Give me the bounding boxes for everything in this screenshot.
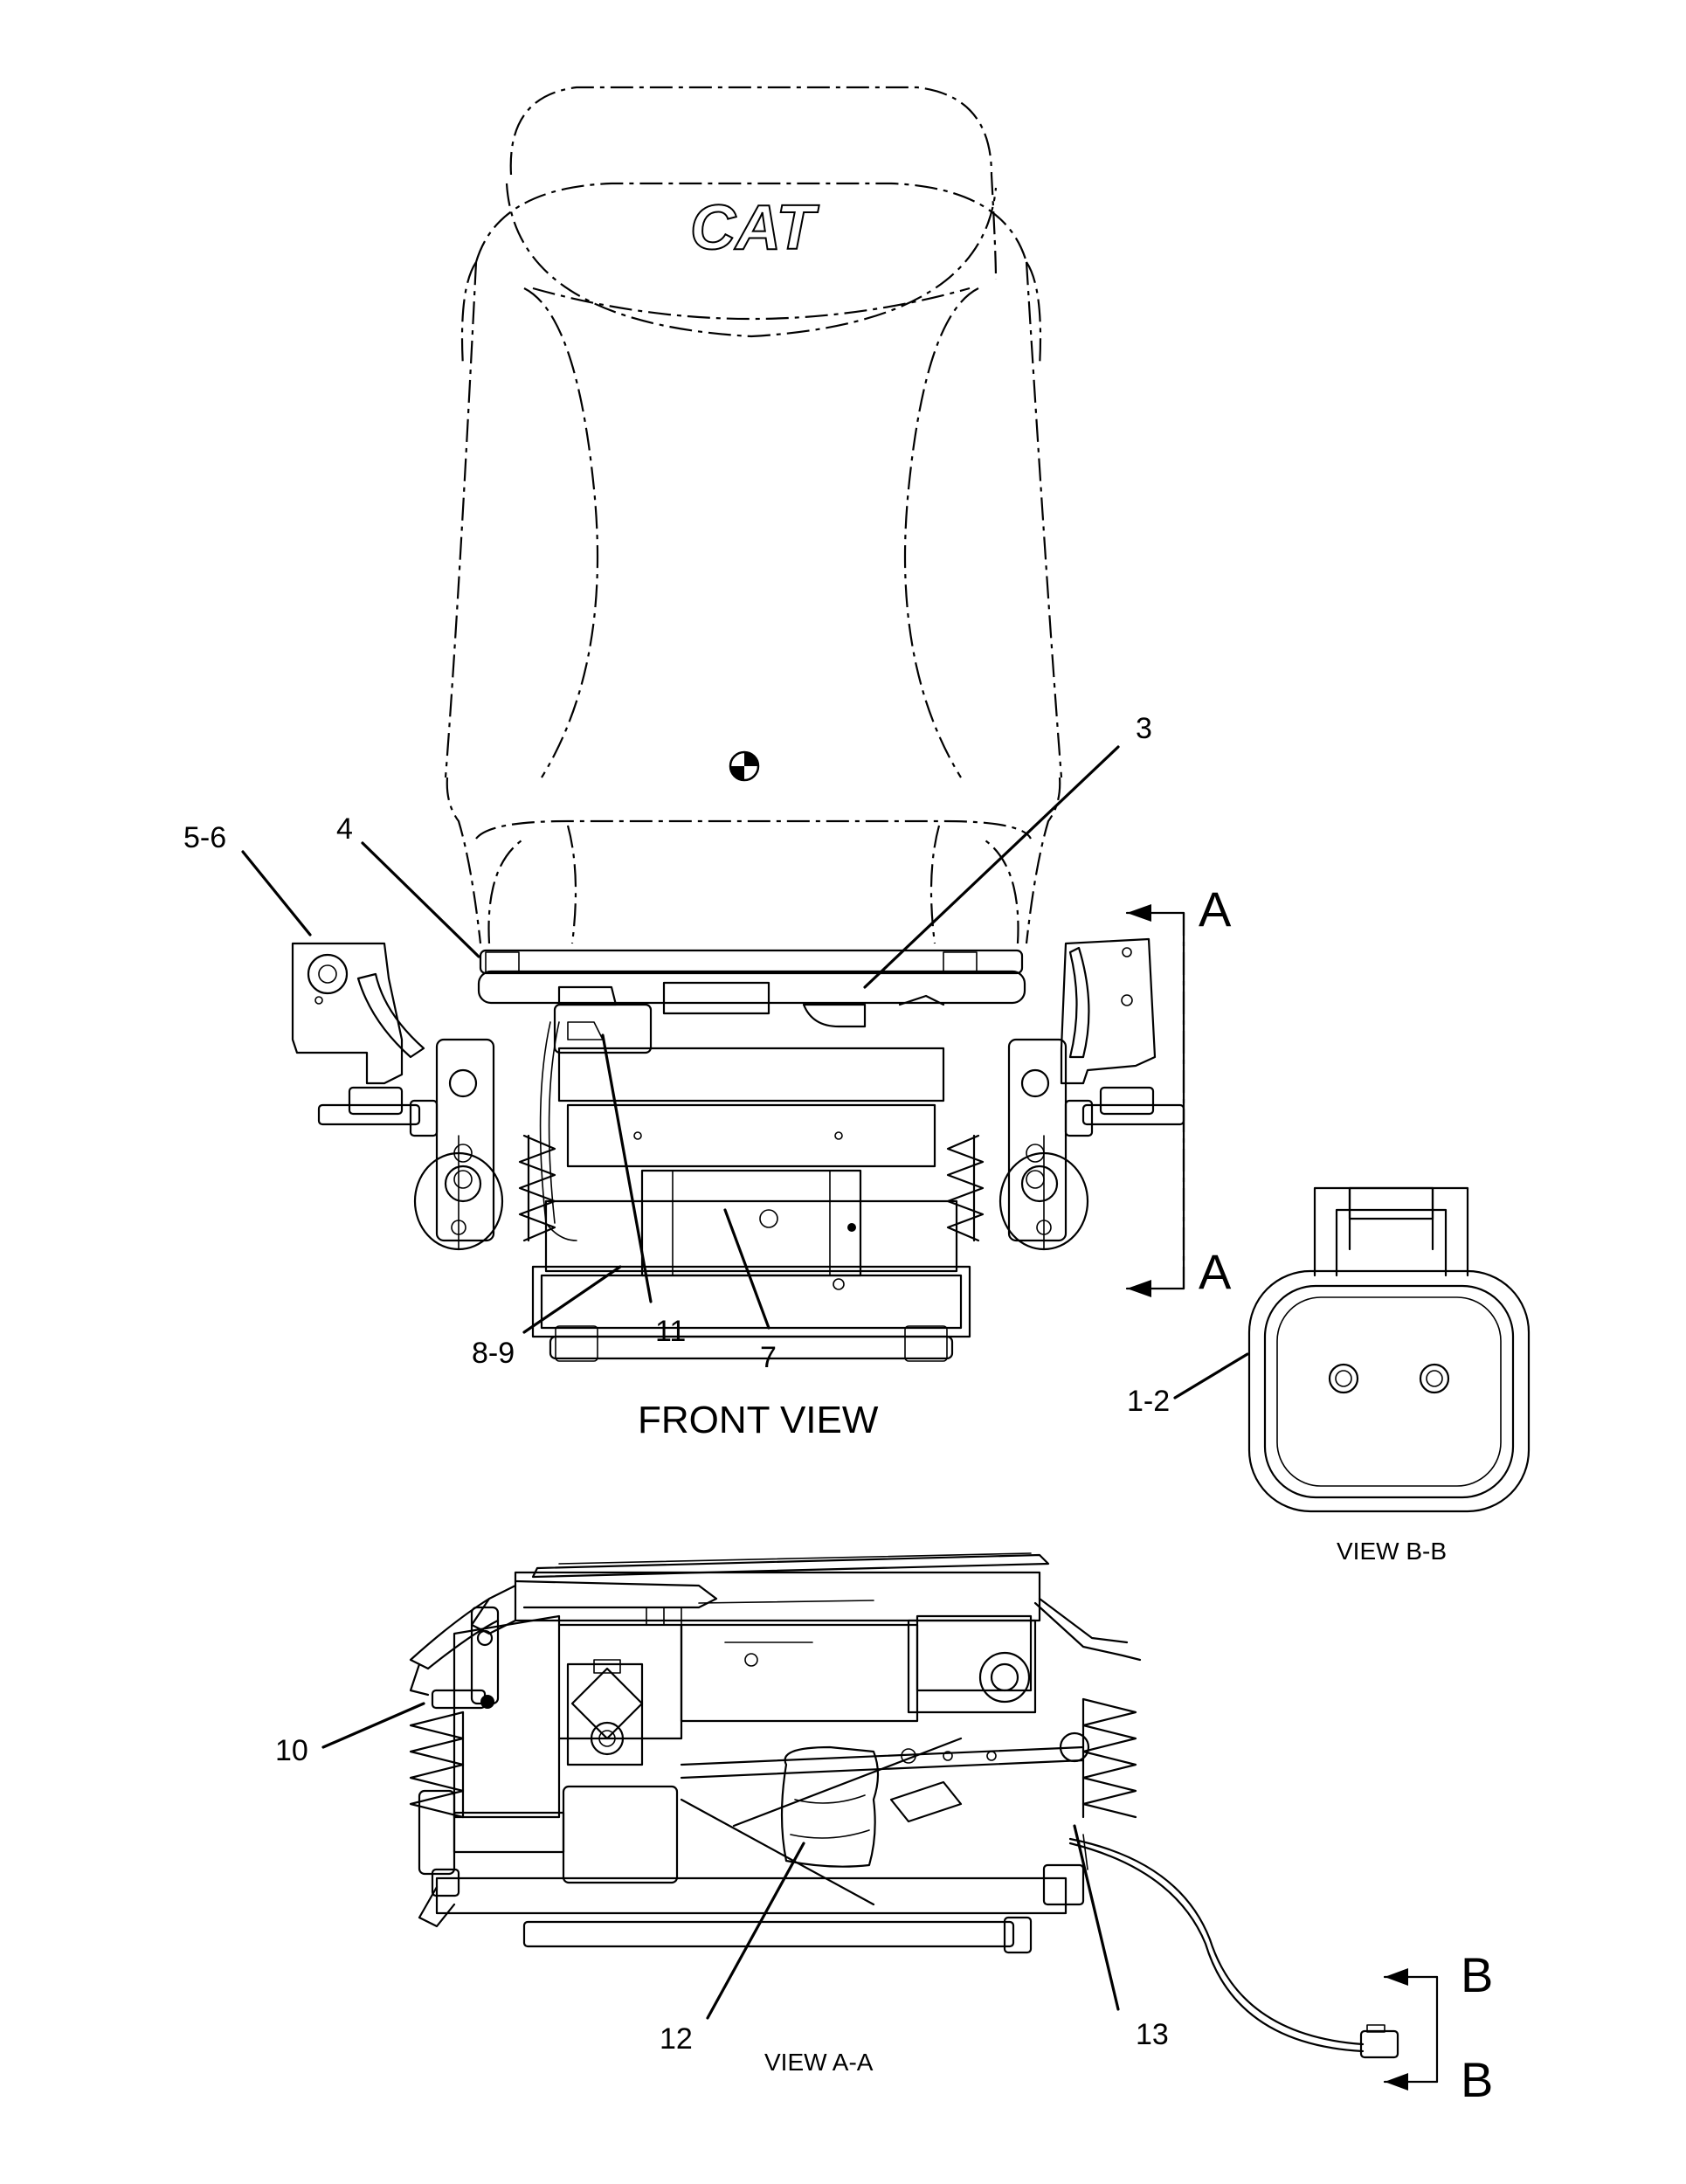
- cat-logo: CAT: [689, 192, 821, 264]
- section-line-b-b: B B: [1383, 1947, 1493, 2107]
- callout-7: 7: [760, 1341, 777, 1374]
- front-view-callouts: 3 4 5-6 7 8-9 11: [183, 712, 1152, 1374]
- right-side-bracket: [1060, 937, 1157, 1085]
- seat-suspension-front: [477, 949, 1026, 1362]
- section-b-top-label: B: [1461, 1947, 1493, 2002]
- callout-13: 13: [1136, 2018, 1169, 2051]
- seat-backrest: [444, 86, 1063, 778]
- view-a-a-title: VIEW A-A: [764, 2049, 874, 2076]
- callout-12: 12: [660, 2022, 693, 2056]
- connector-view-b-b: [1247, 1186, 1531, 1513]
- harness-cable: [1068, 1837, 1399, 2059]
- left-lever-assembly: [317, 1038, 504, 1251]
- section-line-a-a: A A: [1125, 881, 1232, 1299]
- section-a-bottom-label: A: [1199, 1244, 1232, 1299]
- view-b-b-title: VIEW B-B: [1337, 1538, 1447, 1565]
- callout-8-9: 8-9: [472, 1337, 515, 1370]
- callout-10: 10: [275, 1734, 308, 1767]
- section-a-top-label: A: [1199, 881, 1232, 936]
- seat-cushion: [446, 777, 1061, 944]
- side-view-a-a: [409, 1552, 1142, 1954]
- callout-4: 4: [336, 812, 353, 846]
- callout-3: 3: [1136, 712, 1152, 745]
- center-of-gravity-symbol: [729, 750, 760, 782]
- right-lever-assembly: [998, 1038, 1185, 1251]
- section-b-bottom-label: B: [1461, 2052, 1493, 2107]
- cat-logo-text: CAT: [690, 193, 820, 263]
- callout-5-6: 5-6: [183, 821, 226, 854]
- left-bellows: [518, 1134, 556, 1242]
- callout-11: 11: [655, 1315, 686, 1348]
- front-view-title: FRONT VIEW: [638, 1399, 879, 1441]
- right-bellows: [946, 1134, 985, 1242]
- callout-1-2: 1-2: [1127, 1385, 1170, 1418]
- view-a-a-callouts: 10 12 13: [275, 1702, 1169, 2056]
- callout-1-2-group: 1-2: [1127, 1352, 1249, 1418]
- left-side-bracket: [291, 942, 425, 1085]
